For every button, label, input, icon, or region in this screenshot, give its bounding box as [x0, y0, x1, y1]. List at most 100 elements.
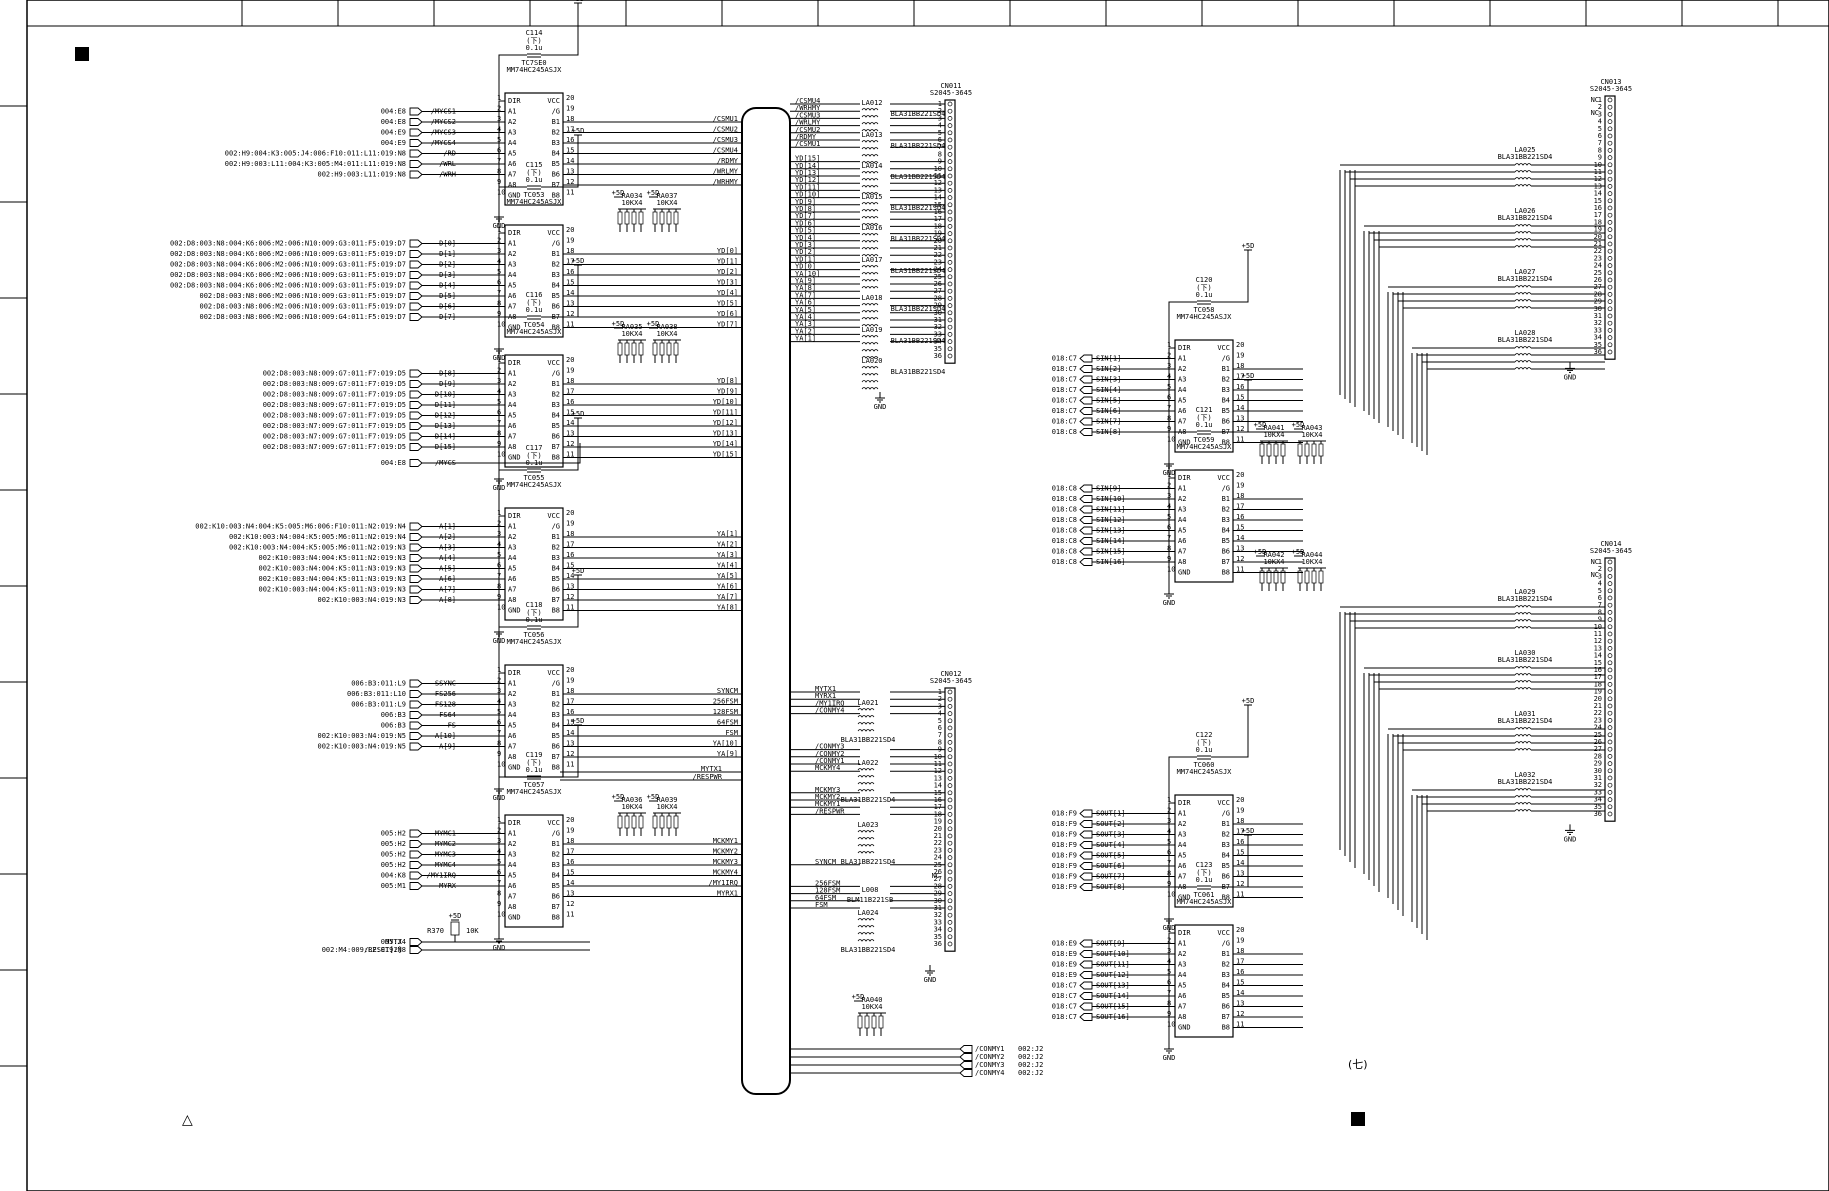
pin-label: VCC	[1217, 474, 1230, 482]
connector-pin	[947, 740, 953, 745]
net-flag	[409, 543, 423, 552]
resistor-element	[673, 211, 679, 225]
connector-pin	[947, 783, 953, 788]
ic-part: TC058	[1193, 306, 1214, 314]
pin-number: 1	[1167, 471, 1171, 479]
resistor-array-ref: RA038	[656, 323, 677, 331]
filter-coil	[1514, 177, 1532, 180]
pin-label: A2	[508, 380, 516, 388]
filter-coil	[857, 708, 875, 711]
filter-coil	[861, 303, 879, 306]
pin-label: A2	[1178, 950, 1186, 958]
ic-name: MM74HC245ASJX	[1177, 898, 1233, 906]
pin-label: B4	[552, 722, 560, 730]
ic-body	[504, 664, 564, 778]
resistor-element	[652, 342, 658, 356]
filter-coil	[861, 286, 879, 289]
connector-pin	[947, 869, 953, 875]
net-name: YD[14]	[713, 440, 738, 448]
cap-value: 0.1u	[1196, 421, 1213, 429]
net-ref: 018:F9	[1052, 841, 1077, 849]
filter-coil	[857, 830, 875, 833]
connector-pin	[1607, 169, 1613, 175]
filter-coil	[1514, 360, 1532, 363]
pin-number: 20	[566, 509, 574, 517]
net-flag	[409, 690, 423, 698]
pin-label: B3	[552, 861, 560, 869]
pin-label: DIR	[1178, 929, 1191, 937]
connector-pin	[947, 159, 953, 164]
resistor-array-value: 10KX4	[656, 199, 677, 207]
pin-label: A8	[1178, 558, 1186, 566]
filter-ref: LA024	[857, 909, 878, 917]
pin-label: A3	[508, 851, 516, 859]
pin-label: A4	[1178, 516, 1186, 524]
pin-number: 13	[566, 168, 574, 176]
net-ref: 002:K10:003:N4:004:K5:011:N3:019:N3	[258, 575, 406, 583]
pin-label: B8	[1222, 894, 1230, 902]
pin-number: 1	[497, 226, 501, 234]
resistor-array-ref: RA039	[656, 796, 677, 804]
resistor-array-ref: RA043	[1301, 424, 1322, 432]
pin-label: A1	[1178, 485, 1186, 493]
net-name: /WRHMY	[713, 178, 739, 186]
net-name: YA[8]	[795, 284, 816, 292]
pin-label: B2	[1222, 961, 1230, 969]
pin-label: A6	[508, 422, 516, 430]
net-flag	[409, 271, 423, 279]
pin-label: B2	[1222, 506, 1230, 514]
pin-label: A1	[508, 523, 516, 531]
resistor-array-ref: RA035	[621, 323, 642, 331]
pin-label: VCC	[547, 512, 560, 520]
gnd-label: GND	[493, 944, 506, 952]
pin-number: 36	[1594, 810, 1602, 818]
ic-name: MM74HC245ASJX	[1177, 768, 1233, 776]
filter-ref: LA027	[1514, 268, 1535, 276]
filter-part: BLA31BB221SD4	[891, 305, 946, 313]
pin-number: 6	[938, 724, 942, 732]
filter-coil	[1514, 727, 1532, 730]
pin-label: B8	[552, 764, 560, 772]
pin-number: 35	[934, 345, 942, 353]
pin-number: 16	[1236, 968, 1244, 976]
pin-number: 15	[1594, 197, 1602, 205]
net-ref: 018:F9	[1052, 873, 1077, 881]
net-flag	[409, 575, 423, 583]
enable-wire	[422, 443, 581, 464]
net-ref: 002:J2	[1018, 1069, 1043, 1077]
filter-part: BLA31BB221SD4	[891, 235, 946, 243]
pin-label: A8	[508, 596, 516, 604]
vcc-label: +5D	[612, 793, 625, 801]
pin-label: VCC	[547, 229, 560, 237]
net-name: YA[1]	[795, 335, 816, 343]
connector-pin	[1607, 761, 1613, 766]
pin-label: B2	[1222, 831, 1230, 839]
cap-mark: (下)	[526, 299, 541, 307]
pin-number: 19	[566, 367, 574, 375]
pin-number: 18	[566, 687, 574, 695]
net-ref: 002:K10:003:N4:019:N5	[317, 743, 406, 751]
filter-coil	[857, 932, 875, 935]
pin-number: 2	[1598, 103, 1602, 111]
pin-label: B2	[552, 129, 560, 137]
net-ref: 002:D8:003:N8:009:G7:011:F7:019:D5	[263, 370, 406, 378]
pin-label: A3	[1178, 506, 1186, 514]
pin-label: B4	[1222, 852, 1230, 860]
net-flag	[409, 422, 423, 430]
filter-ref: LA031	[1514, 710, 1535, 718]
connector-pin	[1607, 342, 1613, 348]
filter-coil	[1514, 741, 1532, 744]
connector-pin	[947, 173, 953, 179]
connector-ref: CN013	[1600, 78, 1621, 86]
sheet-frame	[26, 0, 1829, 1191]
net-name: YD[1]	[795, 255, 816, 263]
pin-number: 18	[1594, 218, 1602, 226]
connector-pin	[947, 696, 953, 702]
net-name: YD[9]	[717, 388, 738, 396]
net-name: YD[10]	[713, 398, 738, 406]
net-flag	[409, 250, 423, 258]
pin-label: A8	[508, 753, 516, 761]
filter-coil	[857, 715, 875, 718]
resistor-array-value: 10KX4	[861, 1003, 882, 1011]
net-name: YD[2]	[795, 248, 816, 256]
